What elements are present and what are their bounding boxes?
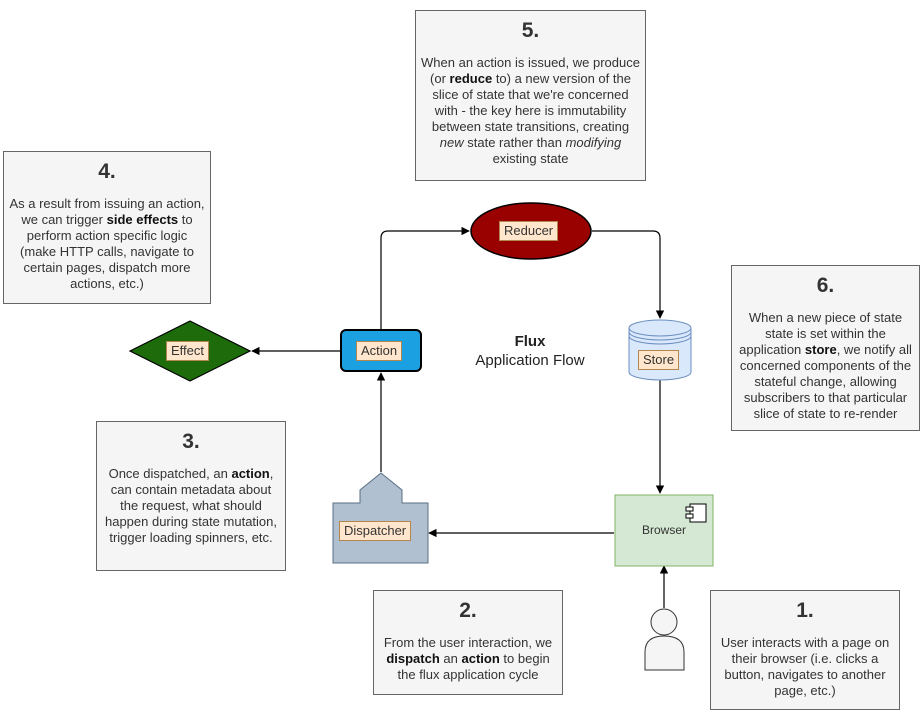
note-step-1: 1. User interacts with a page on their b…: [710, 590, 900, 710]
note-3-number: 3.: [182, 430, 200, 453]
diagram-title: Flux Application Flow: [460, 332, 600, 370]
note-6-text: When a new piece of state state is set w…: [739, 310, 912, 421]
browser-label: Browser: [642, 523, 687, 537]
note-step-6: 6. When a new piece of state state is se…: [731, 265, 920, 431]
user-actor-icon: [644, 608, 685, 671]
note-2-number: 2.: [459, 599, 477, 622]
note-5-text: When an action is issued, we produce (or…: [421, 55, 640, 166]
note-4-number: 4.: [98, 160, 116, 183]
dispatcher-label: Dispatcher: [339, 521, 412, 541]
note-4-text: As a result from issuing an action, we c…: [9, 196, 205, 291]
note-1-number: 1.: [796, 599, 814, 622]
title-subtitle: Application Flow: [475, 352, 585, 369]
store-label: Store: [638, 350, 680, 370]
note-step-5: 5. When an action is issued, we produce …: [415, 10, 646, 181]
reducer-label: Reducer: [499, 221, 559, 241]
effect-label: Effect: [166, 341, 210, 361]
edge-reducer-to-store: [592, 230, 665, 319]
note-step-3: 3. Once dispatched, an action, can conta…: [96, 421, 286, 571]
action-label: Action: [356, 341, 403, 361]
note-3-text: Once dispatched, an action, can contain …: [104, 466, 277, 545]
edge-action-to-reducer: [380, 226, 470, 330]
dispatcher-node: [332, 472, 429, 564]
note-6-number: 6.: [816, 274, 835, 297]
note-2-text: From the user interaction, we dispatch a…: [383, 635, 553, 682]
note-5-number: 5.: [521, 19, 540, 42]
title-flux: Flux: [514, 333, 546, 350]
note-step-4: 4. As a result from issuing an action, w…: [3, 151, 211, 304]
note-step-2: 2. From the user interaction, we dispatc…: [373, 590, 563, 695]
note-1-text: User interacts with a page on their brow…: [720, 635, 890, 698]
component-icon: [685, 503, 707, 523]
